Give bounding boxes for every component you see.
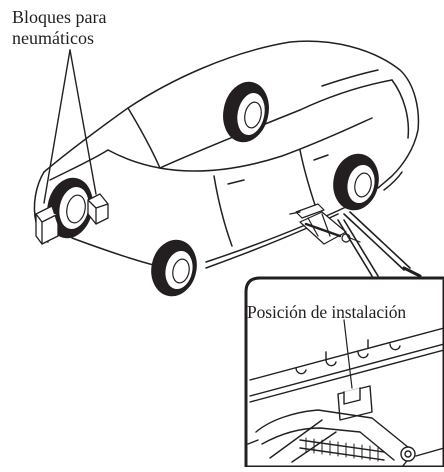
inset-jack-head xyxy=(337,385,373,421)
installation-position-label: Posición de instalación xyxy=(247,302,407,322)
inset-underbody xyxy=(249,327,444,403)
wheel-blocks-label-line2: neumáticos xyxy=(12,28,94,48)
wheel-blocks-leader-lines xyxy=(43,49,97,204)
callout-lines xyxy=(337,211,422,278)
front-right-wheel xyxy=(151,239,197,297)
rear-right-wheel xyxy=(333,153,379,211)
front-left-wheel xyxy=(47,177,93,239)
scissor-jack xyxy=(289,203,361,245)
inset-installation-pointer xyxy=(343,319,353,389)
wheel-block-front xyxy=(35,205,59,245)
car-body xyxy=(33,40,420,269)
wheel-blocks-label-line1: Bloques para xyxy=(12,7,107,27)
inset-jack-body xyxy=(247,409,444,468)
wheel-block-rear xyxy=(87,193,109,225)
rear-far-wheel xyxy=(223,81,269,143)
